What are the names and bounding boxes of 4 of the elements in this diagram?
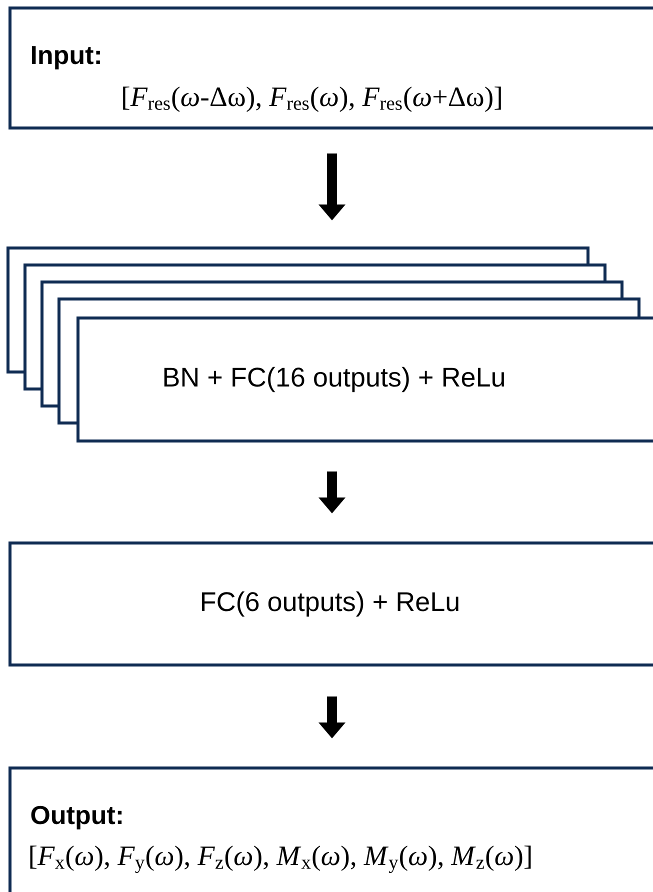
output-box: Output: [F$_{x}$(ω), F$_{y}$(ω), F$_{z}$(ω), M$_{x}$(ω), M$_{y}$(ω), M$_{z}$(ω)] <box>8 766 653 892</box>
layer-box: BN + FC(16 outputs) + ReLu <box>76 316 653 442</box>
layer-box: FC(6 outputs) + ReLu <box>8 542 653 666</box>
input-box: Input: [F$_{res}$(ω-Δω), F$_{res}$(ω), F$_{res}$(ω+Δω)] <box>8 6 653 130</box>
